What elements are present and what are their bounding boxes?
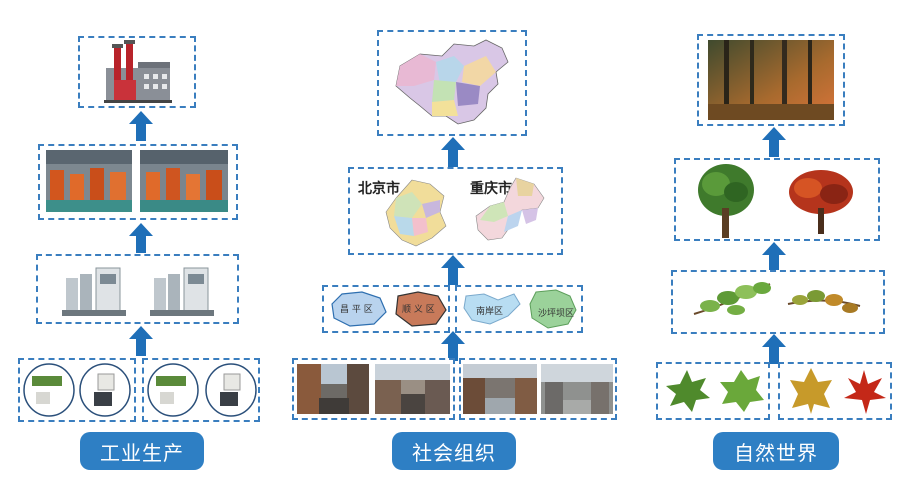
arrow-up-icon [441,331,465,361]
machine-image [62,267,126,316]
green-branch-image [693,282,771,315]
shunyi-district-shape [395,291,447,327]
arrow-up-icon [129,326,153,356]
beijing-title: 北京市 [358,181,400,197]
machine-image [150,267,214,316]
production-line-image [140,150,228,212]
component-ellipse [79,363,131,417]
arrow-up-icon [762,127,786,157]
nanan-district-shape [463,293,521,325]
shapingba-district-shape [529,289,577,329]
forest-image [708,40,834,120]
arrow-up-icon [441,137,465,167]
red-tree-image [789,170,853,234]
society-label[interactable]: 社会组织 [392,432,516,470]
arrow-up-icon [762,242,786,272]
changping-label: 昌 平 区 [340,305,373,315]
nature-label[interactable]: 自然世界 [713,432,839,470]
china-map-image [395,39,509,125]
chongqing-title: 重庆市 [470,181,512,197]
green-tree-image [698,164,754,238]
component-ellipse [23,363,75,417]
component-ellipse [147,363,199,417]
green-leaf-image [720,370,764,412]
factory-icon [104,40,172,103]
red-leaf-image [844,370,886,414]
nanan-label: 南岸区 [476,307,504,317]
beijing-map-image [385,179,447,247]
yellow-leaf-image [790,368,832,414]
green-leaf-image [666,370,710,412]
arrow-up-icon [129,111,153,141]
chongqing-map-image [475,177,545,241]
autumn-branch-image [787,290,861,313]
street-photo [375,364,450,414]
arrow-up-icon [762,334,786,364]
street-photo [463,364,537,414]
shapingba-label: 沙坪坝区 [538,309,575,319]
industry-label[interactable]: 工业生产 [80,432,204,470]
street-photo [297,364,369,414]
arrow-up-icon [129,223,153,253]
component-ellipse [205,363,257,417]
arrow-up-icon [441,255,465,285]
shunyi-label: 顺 义 区 [402,305,435,315]
production-line-image [46,150,132,212]
street-photo [541,364,613,414]
changping-district-shape [331,291,387,327]
